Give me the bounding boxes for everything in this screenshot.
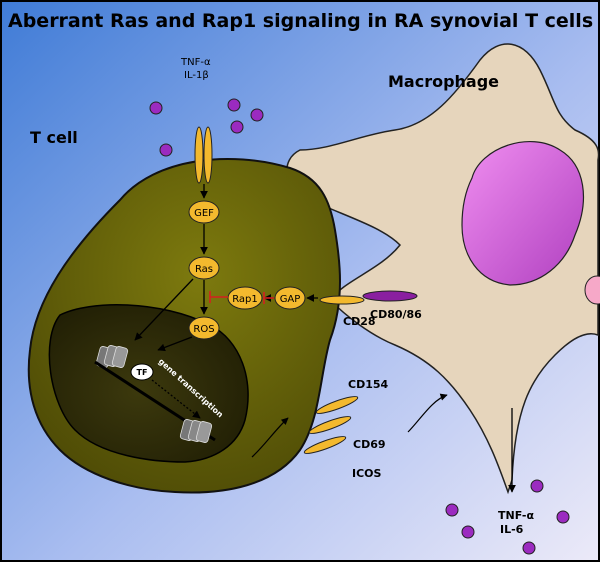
cd154-label: CD154 — [348, 378, 389, 391]
cytokine-dot — [230, 120, 244, 134]
icos-receptor — [303, 436, 347, 454]
cytokine-in-label-tnf: TNF-α — [180, 57, 211, 68]
cytokine-dot — [522, 541, 536, 555]
cytokine-receptor — [194, 126, 213, 184]
cd28-receptor — [319, 295, 365, 305]
cytokine-dot — [445, 503, 459, 517]
svg-text:ROS: ROS — [193, 324, 214, 335]
cytokine-dot — [530, 479, 544, 493]
svg-text:Rap1: Rap1 — [232, 294, 258, 305]
cytokine-dot — [461, 525, 475, 539]
cd80-86-ligand — [362, 290, 418, 302]
signal-arrows — [134, 184, 318, 352]
node-rap1: Rap1 — [227, 286, 263, 310]
svg-text:GEF: GEF — [194, 208, 214, 219]
cytokines-in — [149, 98, 264, 157]
cd69-receptor — [308, 416, 352, 434]
cytokine-dot — [149, 101, 163, 115]
node-ras: Ras — [188, 256, 220, 280]
cytokine-out-label-tnf: TNF-α — [498, 509, 534, 522]
node-gef: GEF — [188, 200, 220, 224]
icos-label: ICOS — [352, 467, 382, 480]
arrow-ras-nucleus — [134, 278, 194, 341]
cytokine-out-label-il6: IL-6 — [500, 523, 524, 536]
tf-complex: TF — [95, 345, 154, 381]
macrophage-vesicle — [584, 275, 600, 305]
curve-arrow-receptors-macrophage — [407, 393, 448, 433]
cytokines-out — [445, 479, 570, 555]
cd28-label: CD28 — [343, 315, 376, 328]
svg-text:TF: TF — [137, 368, 148, 377]
curve-arrow-tcell-receptors — [251, 417, 289, 458]
macrophage-nucleus — [461, 140, 585, 286]
cytokine-in-label-il1: IL-1β — [184, 70, 209, 81]
surface-receptors — [303, 396, 359, 454]
arrow-ros-nucleus — [157, 336, 193, 352]
node-gap: GAP — [274, 286, 306, 310]
cytokine-dot — [556, 510, 570, 524]
cd69-label: CD69 — [353, 438, 386, 451]
cytokine-dot — [250, 108, 264, 122]
cd80-86-label: CD80/86 — [370, 308, 422, 321]
diagram-title: Aberrant Ras and Rap1 signaling in RA sy… — [8, 10, 593, 32]
inhibit-rap1-ras — [209, 291, 228, 303]
t-cell-label: T cell — [30, 128, 78, 147]
cytokine-dot — [159, 143, 173, 157]
svg-text:GAP: GAP — [280, 294, 301, 305]
cytokine-dot — [227, 98, 241, 112]
inhibit-gap-rap1 — [263, 292, 274, 304]
macrophage-label: Macrophage — [388, 72, 499, 91]
gene-locus — [179, 419, 213, 443]
node-ros: ROS — [188, 316, 220, 340]
cd154-receptor — [315, 396, 359, 414]
svg-text:Ras: Ras — [195, 264, 213, 275]
